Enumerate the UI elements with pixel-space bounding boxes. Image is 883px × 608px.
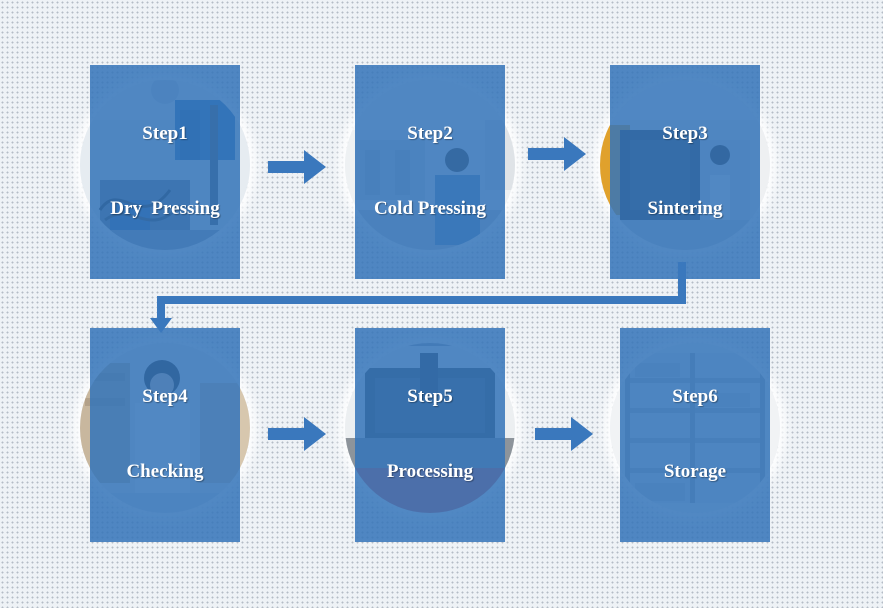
- step-4-number: Step4: [142, 385, 188, 407]
- step-3-name: Sintering: [647, 197, 723, 219]
- step-5: Step5 Processing: [345, 327, 515, 542]
- step-2-name: Cold Pressing: [373, 197, 487, 219]
- step-1-label: Step1 Dry Pressing: [90, 64, 240, 279]
- step-1: Step1 Dry Pressing: [80, 64, 250, 279]
- step-5-label: Step5 Processing: [355, 327, 505, 542]
- arrow-step1-to-step2: [268, 150, 326, 184]
- step-4-label: Step4 Checking: [90, 327, 240, 542]
- step-6-name: Storage: [663, 460, 727, 482]
- arrow-step5-to-step6: [535, 417, 593, 451]
- step-1-name: Dry Pressing: [110, 197, 220, 219]
- step-3-label: Step3 Sintering: [610, 64, 760, 279]
- step-1-number: Step1: [142, 122, 188, 144]
- step-5-name: Processing: [386, 460, 474, 482]
- step-4-name: Checking: [126, 460, 204, 482]
- step-3: Step3 Sintering: [600, 64, 770, 279]
- step-6-number: Step6: [672, 385, 718, 407]
- step-6: Step6 Storage: [610, 327, 780, 542]
- step-6-label: Step6 Storage: [620, 327, 770, 542]
- step-2-number: Step2: [407, 122, 453, 144]
- step-2-label: Step2 Cold Pressing: [355, 64, 505, 279]
- step-3-number: Step3: [662, 122, 708, 144]
- step-5-number: Step5: [407, 385, 453, 407]
- arrow-step2-to-step3: [528, 137, 586, 171]
- step-4: Step4 Checking: [80, 327, 250, 542]
- arrow-step4-to-step5: [268, 417, 326, 451]
- step-2: Step2 Cold Pressing: [345, 64, 515, 279]
